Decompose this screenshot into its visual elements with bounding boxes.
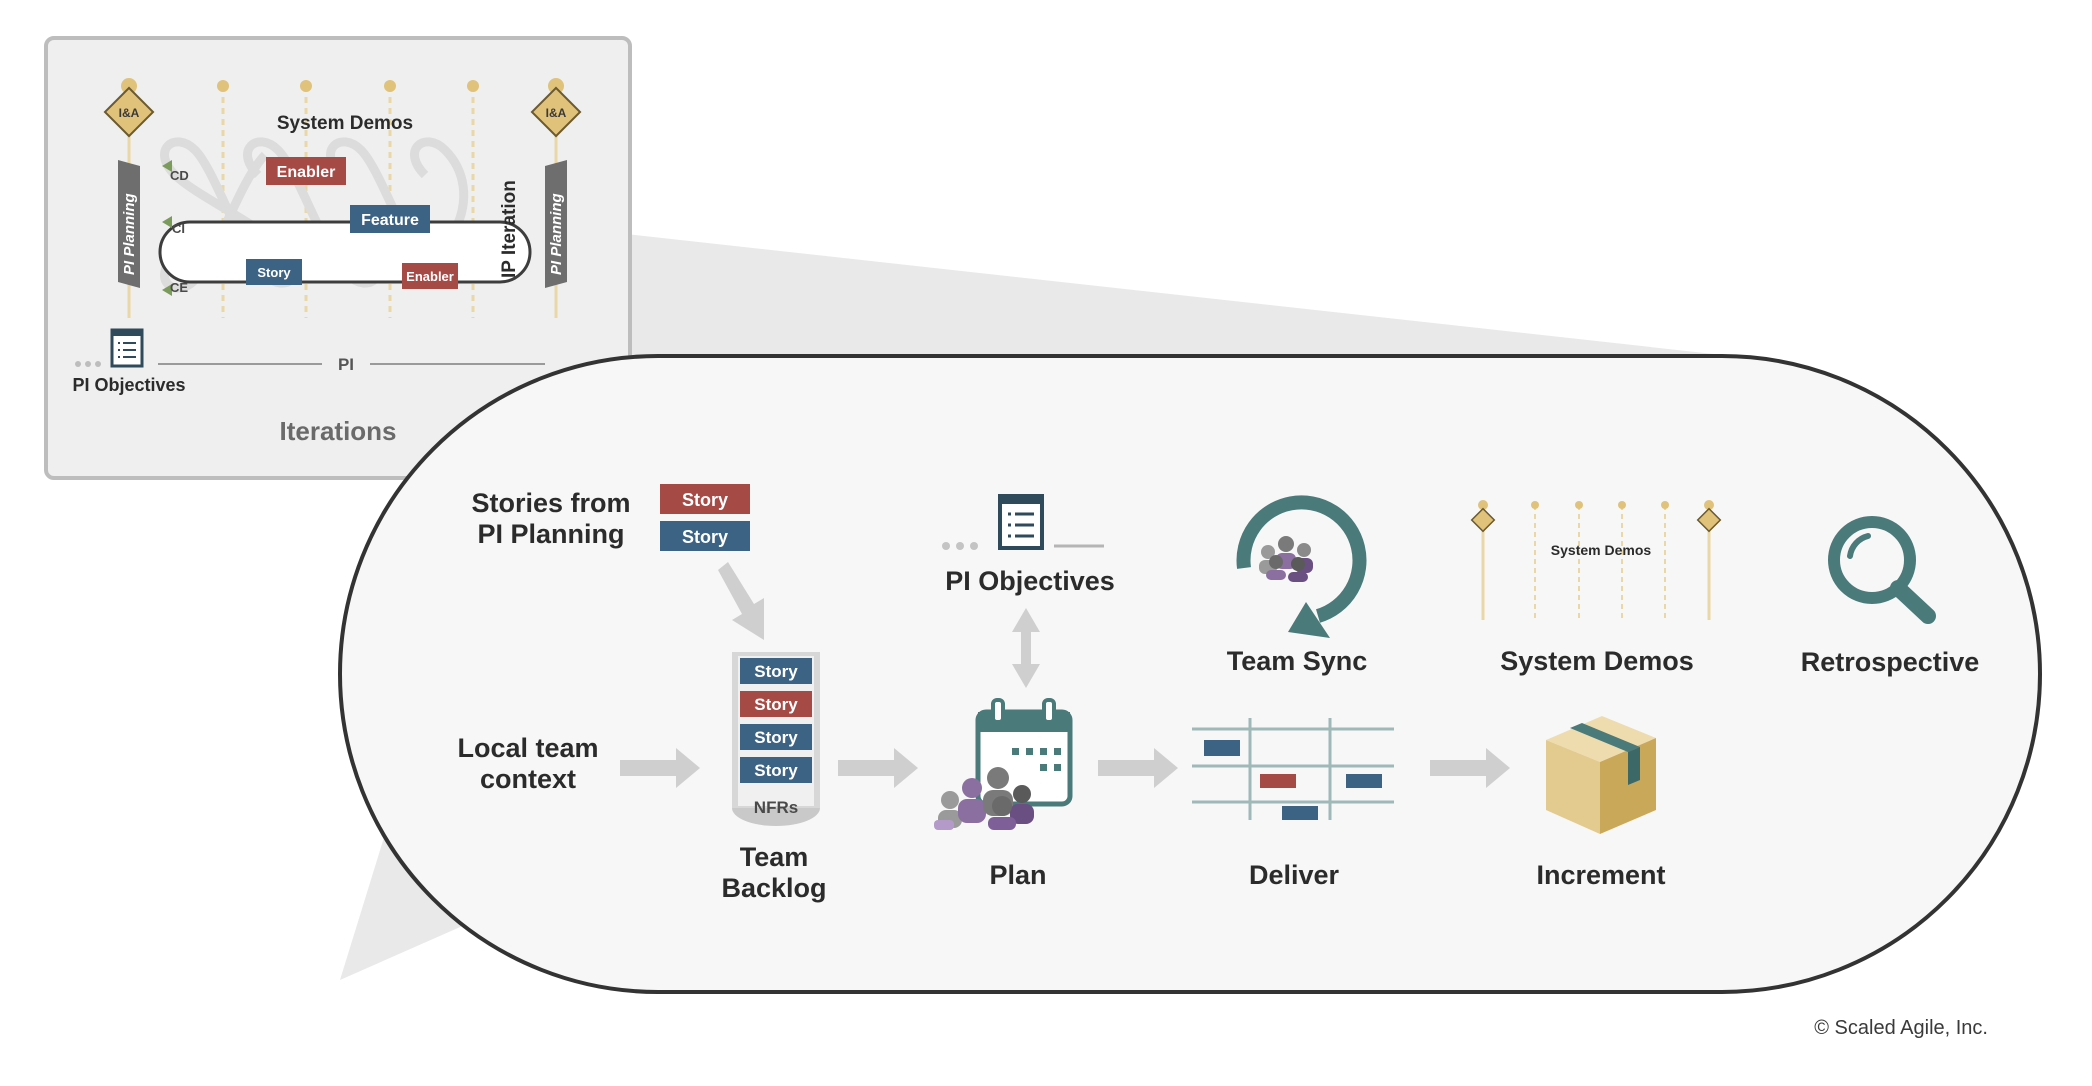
plan-label: Plan xyxy=(989,860,1046,890)
increment-box-icon xyxy=(1546,716,1656,834)
ip-iteration-label: IP Iteration xyxy=(499,180,520,278)
iteration-stadium xyxy=(338,354,2042,994)
enabler-top-label: Enabler xyxy=(277,164,336,181)
ia-diamond-right: I&A xyxy=(530,86,582,138)
arrow-plan-objectives xyxy=(1012,608,1040,688)
pi-timeline: PI xyxy=(75,355,545,374)
ia-right-label: I&A xyxy=(546,106,567,120)
stories-from-line2: PI Planning xyxy=(477,519,624,549)
flow-arrows xyxy=(620,562,1510,788)
plan-people-icon xyxy=(934,767,1034,830)
backlog-story-1: Story xyxy=(754,662,798,681)
enabler-bottom-label: Enabler xyxy=(406,269,454,284)
cd-label: CD xyxy=(170,168,189,183)
deliver-label: Deliver xyxy=(1249,860,1340,890)
team-backlog-icon: Story Story Story Story NFRs xyxy=(732,652,820,826)
inset-enabler-top: Enabler xyxy=(266,157,346,185)
inset-system-demos: System Demos xyxy=(277,113,413,134)
story-blue-label: Story xyxy=(682,527,728,547)
feature-label: Feature xyxy=(361,212,419,229)
nfrs-label: NFRs xyxy=(754,798,798,817)
arrow-backlog-to-plan xyxy=(838,748,918,788)
pi-planning-bar-right: PI Planning xyxy=(545,160,567,288)
story-card-red: Story xyxy=(660,484,750,514)
ia-left-label: I&A xyxy=(119,106,140,120)
pi-objectives-label: PI Objectives xyxy=(945,566,1115,596)
magnifier-icon xyxy=(1828,516,1936,624)
system-demos-label: System Demos xyxy=(1500,646,1694,676)
backlog-story-2: Story xyxy=(754,695,798,714)
ia-diamond-left: I&A xyxy=(103,86,155,138)
team-sync-label: Team Sync xyxy=(1227,646,1368,676)
pi-planning-left-label: PI Planning xyxy=(121,193,138,275)
arrow-deliver-to-increment xyxy=(1430,748,1510,788)
team-sync-icon xyxy=(1236,495,1367,638)
story-red-label: Story xyxy=(682,490,728,510)
retrospective-label: Retrospective xyxy=(1801,647,1980,677)
ce-label: CE xyxy=(170,280,188,295)
local-team-line1: Local team xyxy=(457,733,598,763)
ci-label: CI xyxy=(172,221,185,236)
pi-label: PI xyxy=(338,355,354,374)
milestone-dots xyxy=(121,78,564,94)
team-backlog-line2: Backlog xyxy=(721,873,826,903)
backlog-story-4: Story xyxy=(754,761,798,780)
inset-pi-objectives: PI Objectives xyxy=(72,375,185,395)
deliver-grid-icon xyxy=(1192,718,1394,820)
arrow-plan-to-deliver xyxy=(1098,748,1178,788)
team-backlog-line1: Team xyxy=(740,842,809,872)
iteration-loop xyxy=(158,220,532,284)
copyright: © Scaled Agile, Inc. xyxy=(1814,1017,1988,1039)
arrow-context-to-backlog xyxy=(620,748,700,788)
backlog-story-3: Story xyxy=(754,728,798,747)
pi-planning-right-label: PI Planning xyxy=(548,193,565,275)
cd-ci-ce-markers: CD CI CE xyxy=(162,160,189,296)
increment-label: Increment xyxy=(1536,860,1665,890)
story-card-blue: Story xyxy=(660,521,750,551)
arrow-down-to-backlog xyxy=(718,562,764,640)
iterations-label: Iterations xyxy=(279,416,396,446)
local-team-line2: context xyxy=(480,764,576,794)
pi-planning-bar-left: PI Planning xyxy=(118,160,140,288)
inset-feature: Feature xyxy=(350,205,430,233)
system-demos-small-label: System Demos xyxy=(1551,542,1652,558)
inset-story: Story xyxy=(246,259,302,285)
inset-document-icon xyxy=(110,328,144,368)
inset-panel: I&A I&A PI Planning PI Planning xyxy=(44,36,632,480)
pi-objectives-icon xyxy=(942,494,1104,550)
stories-from-line1: Stories from xyxy=(471,488,630,518)
system-demos-icon: System Demos xyxy=(1470,500,1722,620)
inset-story-label: Story xyxy=(257,265,291,280)
inset-enabler-bottom: Enabler xyxy=(402,263,458,289)
